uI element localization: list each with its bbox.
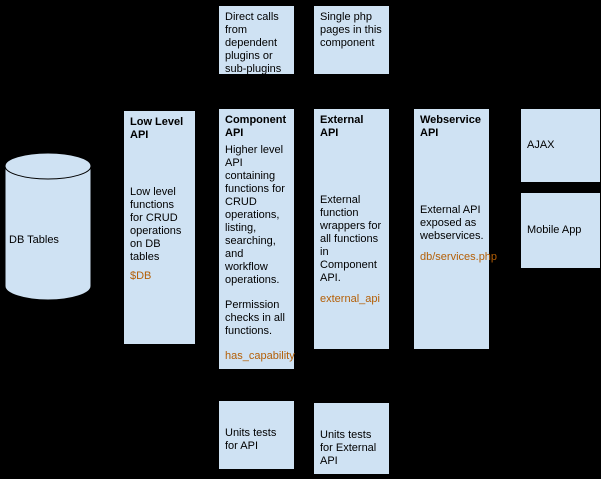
ajax-label: AJAX (527, 139, 555, 151)
db-cylinder: DB Tables (4, 152, 92, 302)
low-level-api-code: $DB (130, 270, 152, 282)
box-webservice-api: Webservice API External API exposed as w… (413, 108, 498, 350)
db-cylinder-shape (4, 152, 92, 301)
box-external-api: External API External function wrappers … (313, 108, 390, 350)
component-api-title: Component API (225, 114, 287, 139)
low-level-api-body: Low level functions for CRUD operations … (130, 186, 182, 263)
box-component-api: Component API Higher level API containin… (218, 108, 295, 370)
box-mobile-app: Mobile App (520, 192, 601, 269)
db-label: DB Tables (9, 234, 59, 246)
component-api-body2: Permission checks in all functions. (225, 299, 285, 337)
box-unit-tests-external-api: Units tests for External API (313, 402, 390, 475)
single-php-text: Single php pages in this component (320, 11, 382, 49)
webservice-api-title: Webservice API (420, 114, 481, 139)
box-unit-tests-api: Units tests for API (218, 400, 295, 470)
box-direct-calls: Direct calls from dependent plugins or s… (218, 5, 295, 75)
external-api-body: External function wrappers for all funct… (320, 194, 382, 284)
unit-tests-api-text: Units tests for API (225, 427, 277, 452)
external-api-code: external_api (320, 293, 380, 305)
component-api-code: has_capability (225, 350, 295, 362)
unit-tests-external-text: Units tests for External API (320, 429, 377, 467)
mobile-app-label: Mobile App (527, 224, 582, 236)
webservice-api-body: External API exposed as webservices. (420, 204, 484, 242)
direct-calls-text: Direct calls from dependent plugins or s… (225, 11, 282, 75)
webservice-api-code: db/services.php (420, 251, 498, 263)
box-ajax: AJAX (520, 108, 601, 183)
low-level-api-title: Low Level API (130, 116, 184, 141)
box-low-level-api: Low Level API Low level functions for CR… (123, 110, 196, 345)
box-single-php-pages: Single php pages in this component (313, 5, 390, 75)
external-api-title: External API (320, 114, 364, 139)
component-api-body: Higher level API containing functions fo… (225, 144, 285, 286)
